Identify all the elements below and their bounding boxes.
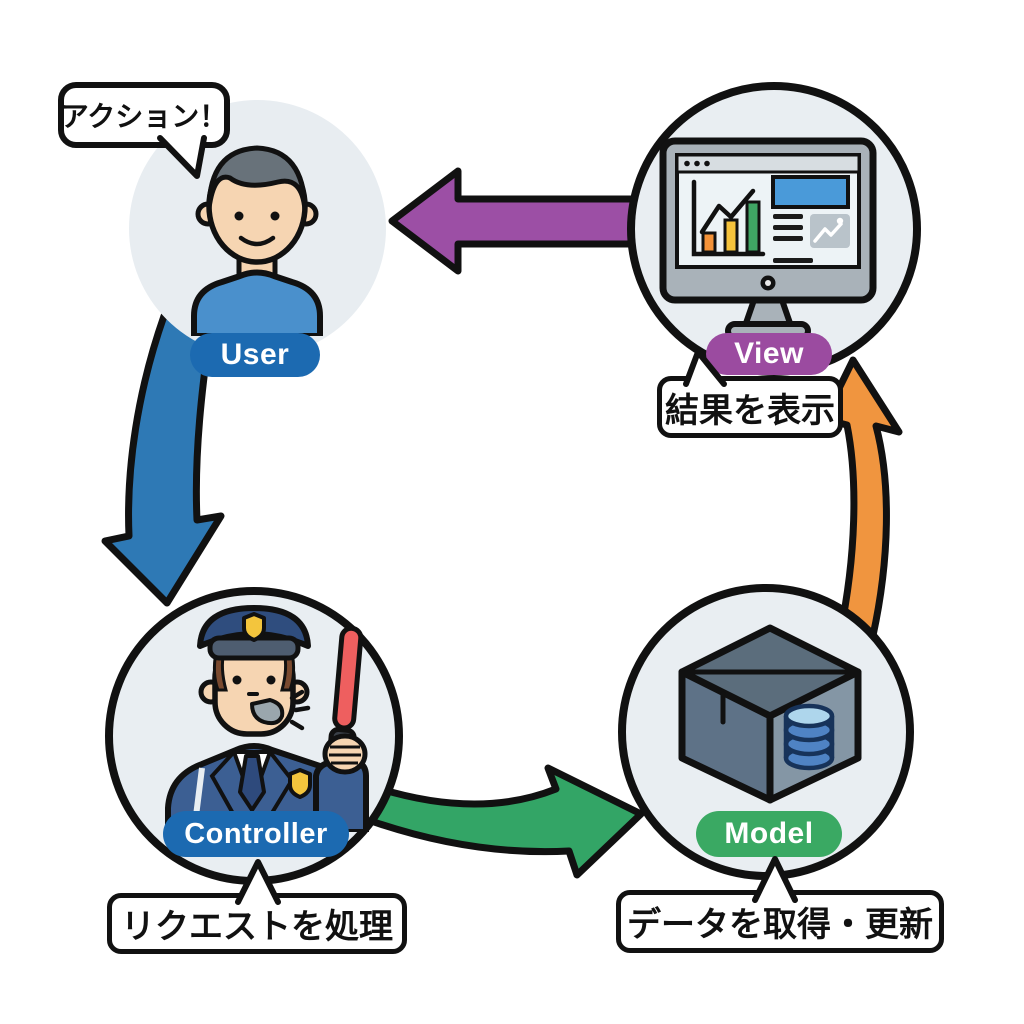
view-badge: View	[706, 333, 832, 375]
controller-badge-label: Controller	[184, 817, 328, 850]
user-badge-label: User	[220, 338, 290, 371]
arrow-view-to-user	[388, 167, 664, 275]
model-caption-label: データを取得・更新	[616, 890, 944, 953]
arrow-controller-to-model	[367, 764, 645, 879]
model-badge-label: Model	[724, 817, 814, 850]
user-badge: User	[190, 333, 320, 377]
controller-caption-label: リクエストを処理	[107, 893, 407, 954]
model-caption-text: データを取得・更新	[627, 906, 933, 944]
database-icon	[783, 703, 835, 771]
view-badge-label: View	[734, 337, 804, 370]
police-officer-icon	[165, 605, 369, 832]
user-avatar-icon	[191, 145, 323, 336]
view-caption-label: 結果を表示	[657, 376, 843, 438]
package-database-icon	[678, 624, 862, 804]
action-speech-bubble: アクション！	[58, 82, 230, 148]
action-speech-bubble-text: アクション！	[60, 101, 228, 132]
view-caption-text: 結果を表示	[665, 391, 835, 430]
controller-badge: Controller	[163, 811, 349, 857]
monitor-chart-icon	[659, 137, 877, 341]
model-badge: Model	[696, 811, 842, 857]
controller-caption-text: リクエストを処理	[121, 908, 393, 946]
